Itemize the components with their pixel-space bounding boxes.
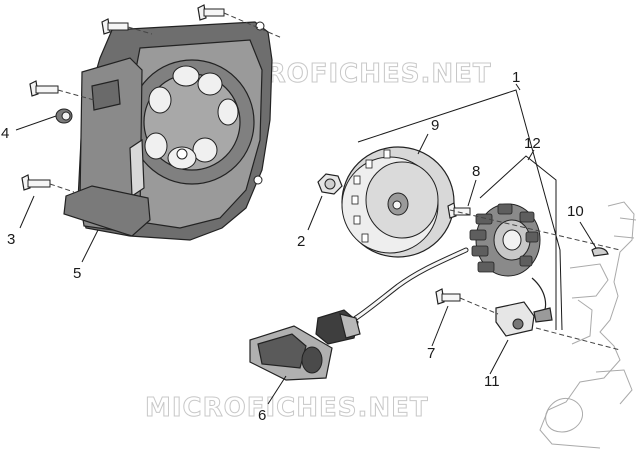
bracket-assembly-1 (357, 89, 563, 331)
callout-12[interactable]: 12 (524, 135, 541, 152)
pickup-screw[interactable] (435, 288, 461, 305)
rubber-grommet[interactable] (55, 108, 73, 124)
callout-7[interactable]: 7 (427, 345, 435, 362)
engine-crankcase-outline (539, 201, 637, 449)
callout-5[interactable]: 5 (73, 265, 81, 282)
leader-lines (15, 83, 597, 405)
callout-8[interactable]: 8 (472, 163, 480, 180)
callout-9[interactable]: 9 (431, 117, 439, 134)
screw-bottom-left[interactable] (21, 174, 75, 193)
screw-mid-left[interactable] (29, 80, 95, 101)
connector-cover[interactable] (249, 325, 333, 381)
callout-2[interactable]: 2 (297, 233, 305, 250)
callout-3[interactable]: 3 (7, 231, 15, 248)
flywheel-rotor[interactable] (341, 146, 455, 258)
flywheel-nut[interactable] (317, 173, 343, 195)
axis-line (449, 209, 621, 251)
callout-11[interactable]: 11 (484, 373, 500, 390)
woodruff-key[interactable] (591, 247, 609, 257)
bracket-assembly-12 (479, 155, 557, 330)
flywheel-cover[interactable] (63, 21, 273, 241)
stator-coil[interactable] (469, 203, 541, 277)
wire-connector[interactable] (315, 309, 361, 345)
pickup-sensor[interactable] (495, 277, 553, 337)
screw-top-right[interactable] (197, 4, 283, 39)
watermark-bottom: MICROFICHES.NET (145, 393, 429, 423)
callout-4[interactable]: 4 (1, 125, 9, 142)
callout-1[interactable]: 1 (512, 69, 520, 86)
callout-10[interactable]: 10 (567, 203, 584, 220)
screw-top-left[interactable] (101, 18, 153, 35)
callout-6[interactable]: 6 (258, 407, 266, 424)
